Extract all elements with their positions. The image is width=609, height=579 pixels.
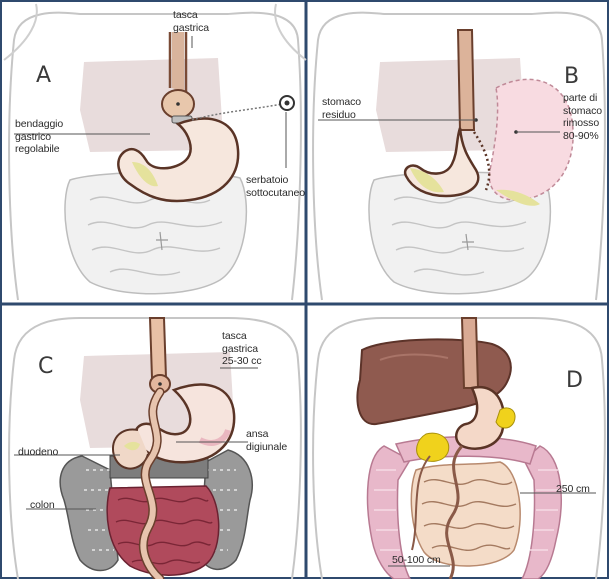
label-adjustable-band: bendaggio gastrico regolabile bbox=[15, 118, 63, 156]
esophagus-fill bbox=[172, 32, 184, 92]
esophagus-b bbox=[458, 30, 474, 130]
label-jejunal-loop: ansa digiunale bbox=[246, 428, 287, 453]
label-duodenum: duodeno bbox=[18, 446, 58, 459]
label-limb-50-100cm: 50-100 cm bbox=[392, 554, 441, 567]
pouch-marker-c bbox=[158, 382, 162, 386]
esophagus-d bbox=[462, 318, 478, 388]
subcutaneous-port-center bbox=[285, 101, 290, 106]
panel-letter-b: B bbox=[564, 66, 579, 88]
pouch-marker bbox=[176, 102, 180, 106]
pancreas-yellow bbox=[417, 433, 449, 461]
panel-letter-c: C bbox=[38, 356, 53, 378]
label-removed-stomach: parte di stomaco rimosso 80-90% bbox=[563, 92, 602, 142]
panel-letter-a: A bbox=[36, 65, 51, 87]
label-limb-250cm: 250 cm bbox=[556, 483, 590, 496]
panel-letter-d: D bbox=[566, 370, 583, 392]
label-colon: colon bbox=[30, 499, 55, 512]
label-subcutaneous-port: serbatoio sottocutaneo bbox=[246, 174, 305, 199]
label-gastric-pouch: tasca gastrica bbox=[173, 9, 209, 34]
label-gastric-pouch-volume: tasca gastrica 25-30 cc bbox=[222, 330, 261, 368]
label-residual-stomach: stomaco residuo bbox=[322, 96, 361, 121]
esophagus-c bbox=[150, 318, 166, 378]
